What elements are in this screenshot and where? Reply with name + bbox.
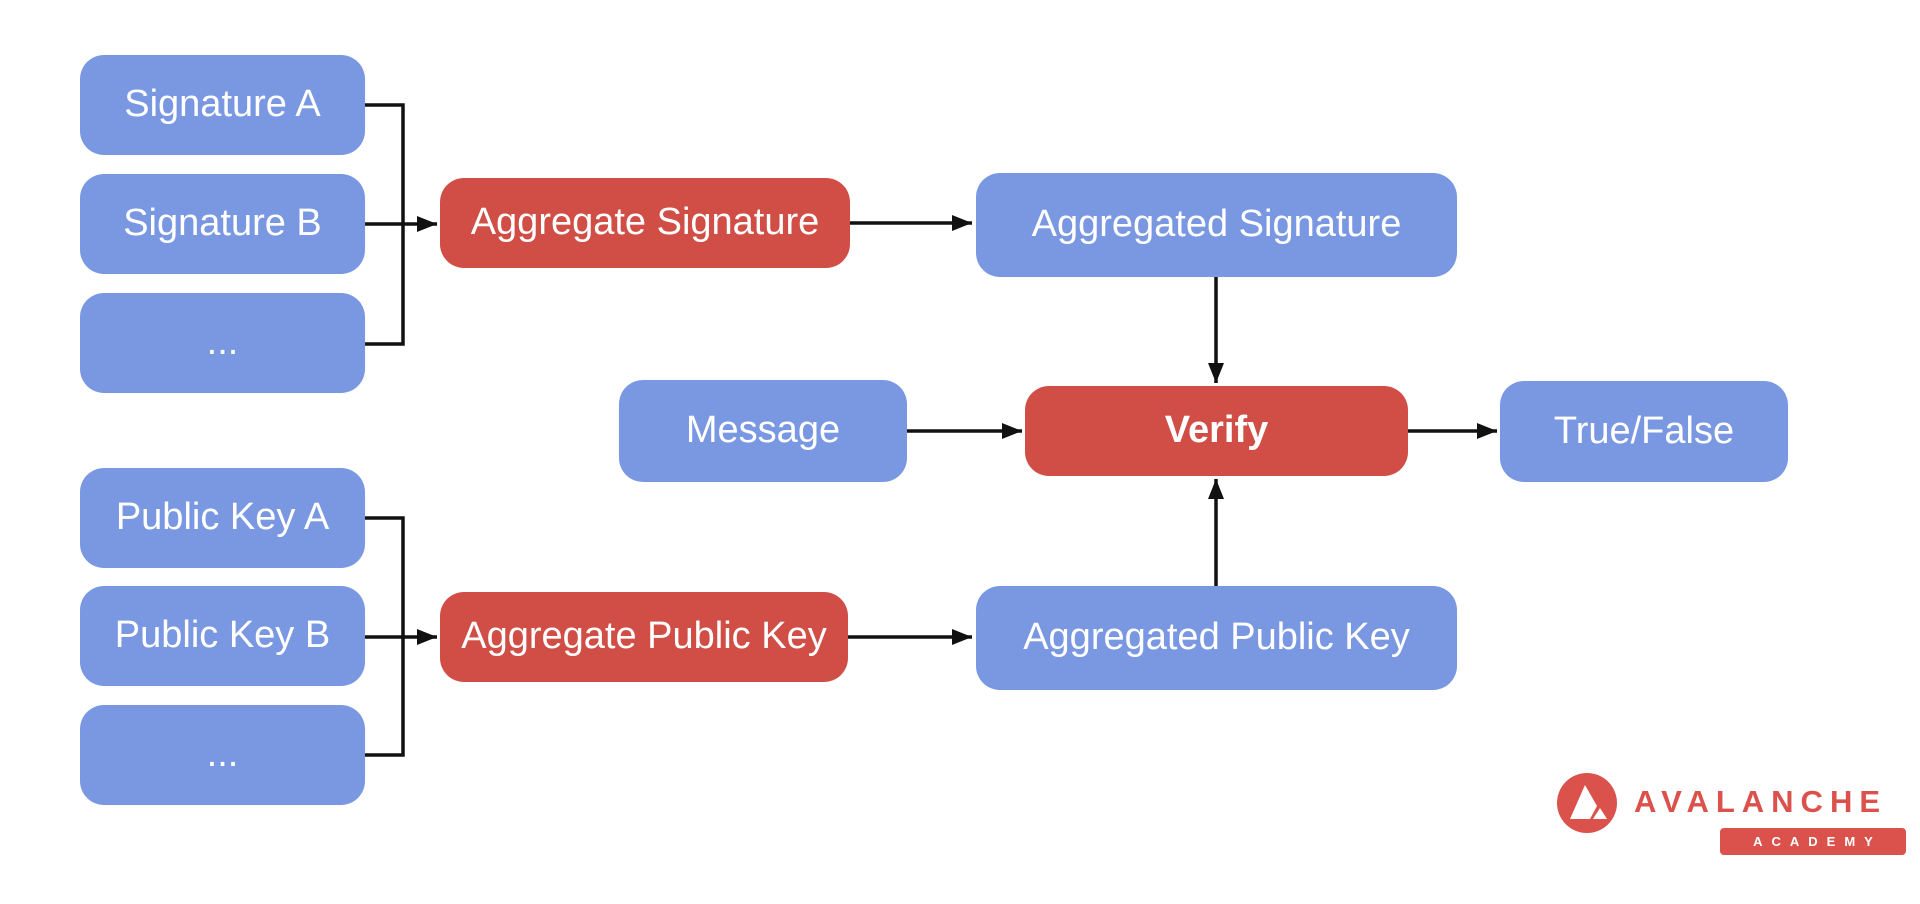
avalanche-mark-icon (1557, 773, 1617, 833)
academy-badge: ACADEMY (1720, 828, 1906, 855)
node-aggregated-public-key: Aggregated Public Key (976, 586, 1457, 690)
node-public-key-a: Public Key A (80, 468, 365, 568)
node-aggregate-signature: Aggregate Signature (440, 178, 850, 268)
node-aggregated-signature: Aggregated Signature (976, 173, 1457, 277)
node-verify: Verify (1025, 386, 1408, 476)
node-signature-b: Signature B (80, 174, 365, 274)
node-aggregate-public-key: Aggregate Public Key (440, 592, 848, 682)
node-public-key-more: ... (80, 705, 365, 805)
avalanche-brand-text: AVALANCHE (1634, 784, 1888, 819)
node-signature-a: Signature A (80, 55, 365, 155)
node-message: Message (619, 380, 907, 482)
node-true-false: True/False (1500, 381, 1788, 482)
node-signature-more: ... (80, 293, 365, 393)
node-public-key-b: Public Key B (80, 586, 365, 686)
